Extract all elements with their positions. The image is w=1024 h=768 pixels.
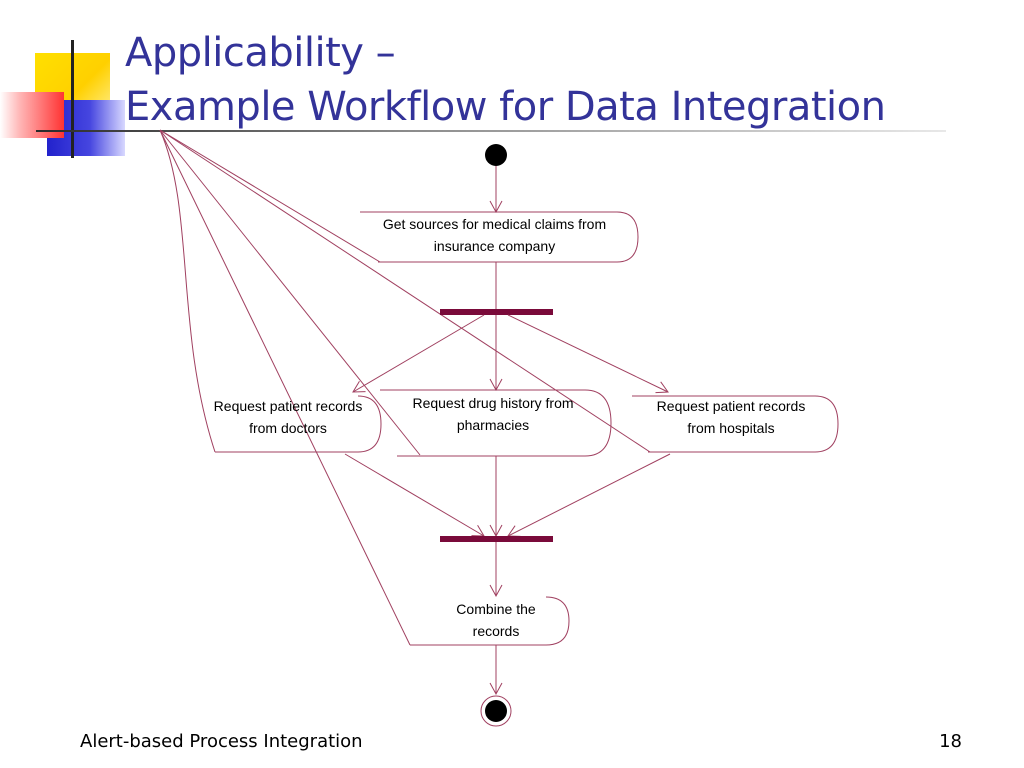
title-underline [36,130,946,132]
label-get-sources: Get sources for medical claims from insu… [382,216,607,254]
logo-vertical-line [71,40,74,158]
flow-arrow [507,314,669,394]
activity-request-hospitals [632,395,839,453]
end-node [485,700,507,722]
start-node [485,144,507,166]
flow-arrow [352,314,485,393]
title-line-1: Applicability – [125,30,396,76]
label-request-pharmacies: Request drug history from pharmacies [412,395,574,433]
join-bar [440,536,553,542]
title-line-2: Example Workflow for Data Integration [125,84,886,130]
connector-line [159,129,411,646]
footer-text: Alert-based Process Integration [80,731,363,752]
label-request-doctors: Request patient records from doctors [213,398,363,436]
flow-arrow [507,453,671,537]
flow-arrow [344,453,485,537]
label-combine: Combine the records [456,601,536,639]
connector-line [159,129,421,456]
label-request-hospitals: Request patient records from hospitals [656,398,806,436]
slide-title: Applicability – Example Workflow for Dat… [125,26,886,134]
connector-line [159,129,381,263]
activity-get-sources [360,211,639,263]
fork-bar [440,309,553,315]
page-number: 18 [939,731,962,752]
connector-line [159,129,651,453]
end-node-ring [480,695,512,727]
activity-combine [410,596,570,646]
activity-request-doctors [215,395,382,453]
connector-line [159,129,216,453]
background-connector-lines [159,129,651,646]
activity-request-pharmacies [380,389,612,457]
slide-logo [0,40,125,160]
